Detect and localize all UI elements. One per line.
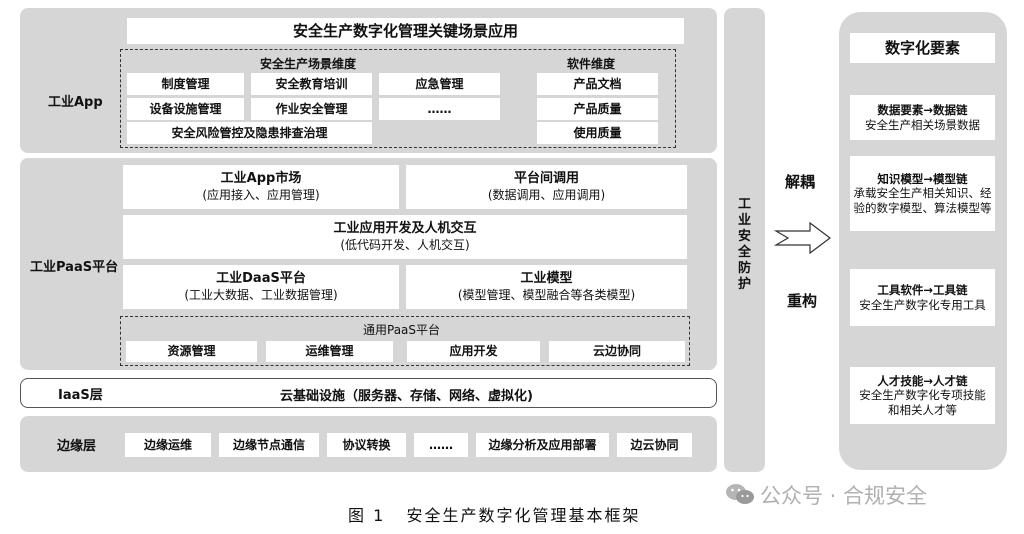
scene-item-label: 安全教育培训 xyxy=(275,76,348,91)
common-paas-item-label: 运维管理 xyxy=(305,344,354,358)
common-paas-item-label: 资源管理 xyxy=(167,344,216,358)
element-card-title: 人才技能→人才链 xyxy=(877,373,968,388)
rebuild-label: 重构 xyxy=(787,292,818,310)
scene-item: …… xyxy=(379,98,500,120)
edge-item-label: 边缘运维 xyxy=(143,437,192,452)
iaas-layer-label: IaaS层 xyxy=(58,387,103,403)
app-market-sub: (应用接入、应用管理) xyxy=(202,187,320,202)
iaas-content: 云基础设施（服务器、存储、网络、虚拟化) xyxy=(280,389,533,404)
scene-item: 应急管理 xyxy=(379,73,500,95)
element-card-body: 安全生产数字化专用工具 xyxy=(859,297,986,312)
scene-item-label: 应急管理 xyxy=(415,76,464,91)
security-char: 防 xyxy=(737,261,751,276)
app-dev-title: 工业应用开发及人机交互 xyxy=(333,221,477,237)
scene-item: 安全教育培训 xyxy=(251,73,372,95)
figure-caption: 图 1 安全生产数字化管理基本框架 xyxy=(348,506,641,525)
security-char: 业 xyxy=(737,213,751,228)
security-char: 全 xyxy=(737,245,751,260)
element-card: 知识模型→模型链 承载安全生产相关知识、经验的数字模型、算法模型等 xyxy=(850,156,995,231)
common-paas-title: 通用PaaS平台 xyxy=(363,323,441,337)
paas-layer-label: 工业PaaS平台 xyxy=(30,259,119,275)
element-card-body: 承载安全生产相关知识、经验的数字模型、算法模型等 xyxy=(853,186,992,215)
edge-item-label: 边缘分析及应用部署 xyxy=(488,437,597,452)
iaas-layer-panel xyxy=(20,378,717,408)
edge-item-label: 协议转换 xyxy=(342,437,391,452)
app-dev-box: 工业应用开发及人机交互 (低代码开发、人机交互) xyxy=(123,215,687,259)
wechat-icon xyxy=(726,484,754,504)
element-card-title: 数据要素→数据链 xyxy=(877,103,968,118)
software-item-label: 产品质量 xyxy=(573,101,622,116)
watermark: 公众号 · 合规安全 xyxy=(760,484,928,508)
software-item: 产品质量 xyxy=(537,98,658,120)
scene-item-label: 作业安全管理 xyxy=(275,101,348,116)
element-card: 人才技能→人才链 安全生产数字化专项技能和相关人才等 xyxy=(850,367,995,424)
app-layer-label: 工业App xyxy=(48,94,103,110)
common-paas-item-label: 云边协同 xyxy=(592,344,641,358)
scene-item-label: 安全风险管控及隐患排查治理 xyxy=(171,125,328,140)
element-card-body: 安全生产数字化专项技能和相关人才等 xyxy=(859,388,986,417)
edge-layer-label: 边缘层 xyxy=(57,438,97,454)
app-scene-dashed-group xyxy=(120,49,676,148)
daas-sub: (工业大数据、工业数据管理) xyxy=(184,287,338,302)
industrial-model-sub: (模型管理、模型融合等各类模型) xyxy=(457,287,636,302)
edge-item-label: …… xyxy=(429,437,453,452)
software-item-label: 产品文档 xyxy=(573,76,622,91)
daas-box: 工业DaaS平台 (工业大数据、工业数据管理) xyxy=(123,265,399,309)
elements-title-box: 数字化要素 xyxy=(850,33,995,63)
common-paas-item: 运维管理 xyxy=(266,341,393,362)
industrial-model-box: 工业模型 (模型管理、模型融合等各类模型) xyxy=(406,265,687,309)
elements-title: 数字化要素 xyxy=(884,38,960,57)
app-market-title: 工业App市场 xyxy=(220,171,302,187)
common-paas-dashed-group xyxy=(120,316,690,366)
right-arrow-icon xyxy=(774,221,831,255)
element-card: 工具软件→工具链 安全生产数字化专用工具 xyxy=(850,269,995,326)
software-item: 使用质量 xyxy=(537,122,658,144)
element-card-body: 安全生产相关场景数据 xyxy=(865,117,980,132)
app-title: 安全生产数字化管理关键场景应用 xyxy=(292,21,518,40)
software-item: 产品文档 xyxy=(537,73,658,95)
app-title-box: 安全生产数字化管理关键场景应用 xyxy=(127,18,684,44)
security-char: 工 xyxy=(737,197,751,212)
app-dev-sub: (低代码开发、人机交互) xyxy=(340,237,470,252)
platform-call-title: 平台间调用 xyxy=(513,171,579,187)
edge-item: …… xyxy=(414,433,468,457)
scene-item: 作业安全管理 xyxy=(251,98,372,120)
element-card-title: 工具软件→工具链 xyxy=(877,283,968,298)
edge-item: 协议转换 xyxy=(327,433,406,457)
daas-title: 工业DaaS平台 xyxy=(216,271,306,287)
scene-item: 安全风险管控及隐患排查治理 xyxy=(127,122,372,144)
scene-item: 设备设施管理 xyxy=(127,98,244,120)
edge-item: 边缘节点通信 xyxy=(219,433,319,457)
scene-item: 制度管理 xyxy=(127,73,244,95)
scene-item-label: …… xyxy=(427,101,452,116)
common-paas-item: 资源管理 xyxy=(126,341,257,362)
platform-call-box: 平台间调用 (数据调用、应用调用) xyxy=(406,165,687,209)
decouple-label: 解耦 xyxy=(785,173,816,191)
software-header: 软件维度 xyxy=(567,57,616,71)
security-char: 安 xyxy=(737,229,751,244)
security-bar xyxy=(724,8,765,472)
scene-header: 安全生产场景维度 xyxy=(260,57,357,71)
common-paas-item: 应用开发 xyxy=(407,341,540,362)
scene-item-label: 制度管理 xyxy=(161,76,210,91)
scene-item-label: 设备设施管理 xyxy=(149,101,222,116)
software-item-label: 使用质量 xyxy=(573,125,622,140)
edge-item: 边缘运维 xyxy=(125,433,211,457)
edge-item-label: 边缘节点通信 xyxy=(232,437,305,452)
edge-item: 边缘分析及应用部署 xyxy=(476,433,609,457)
common-paas-item: 云边协同 xyxy=(549,341,685,362)
common-paas-item-label: 应用开发 xyxy=(449,344,498,358)
industrial-model-title: 工业模型 xyxy=(520,271,573,287)
element-card-title: 知识模型→模型链 xyxy=(877,171,968,186)
security-char: 护 xyxy=(737,277,751,292)
platform-call-sub: (数据调用、应用调用) xyxy=(487,187,606,202)
security-label: 工 业 安 全 防 护 xyxy=(736,197,753,293)
edge-item: 边云协同 xyxy=(617,433,692,457)
element-card: 数据要素→数据链 安全生产相关场景数据 xyxy=(850,95,995,140)
edge-item-label: 边云协同 xyxy=(630,437,679,452)
app-market-box: 工业App市场 (应用接入、应用管理) xyxy=(123,165,399,209)
